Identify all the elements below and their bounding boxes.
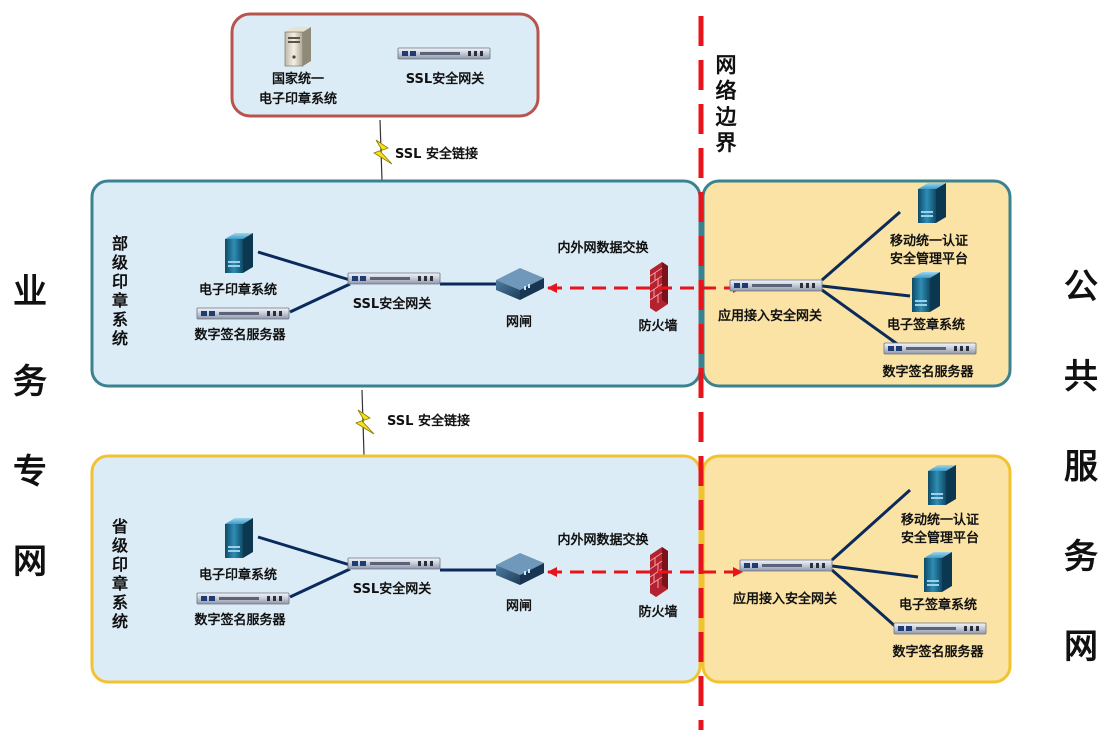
province-title-4: 系	[112, 593, 128, 612]
ministry-sign-server-label: 数字签名服务器	[194, 327, 286, 343]
province-public-sign-server-label: 数字签名服务器	[892, 644, 984, 660]
province-sign-server-icon	[196, 592, 290, 605]
ministry-auth-server-icon	[918, 183, 946, 223]
ministry-public-sign-server-label: 数字签名服务器	[882, 364, 974, 380]
province-firewall-label: 防火墙	[638, 604, 677, 620]
ministry-exchange-label: 内外网数据交换	[557, 240, 649, 256]
ministry-sign-system-icon	[912, 272, 940, 312]
lightning-icon	[355, 409, 375, 435]
national-pc-icon	[284, 26, 312, 67]
province-title-0: 省	[111, 517, 128, 536]
province-app-gateway-label: 应用接入安全网关	[733, 591, 837, 607]
national-system-label-2: 电子印章系统	[259, 91, 337, 107]
left-side-label-1: 务	[13, 362, 47, 402]
ministry-title-5: 统	[112, 329, 128, 348]
ministry-auth-label-2: 安全管理平台	[890, 251, 968, 267]
national-system-label-1: 国家统一	[272, 71, 324, 87]
ministry-ssl-gateway-label: SSL安全网关	[353, 296, 431, 312]
right-side-label-2: 服	[1064, 447, 1098, 487]
boundary-label-0: 网	[716, 53, 737, 77]
ministry-firewall-label: 防火墙	[638, 318, 677, 334]
ministry-seal-server-icon	[225, 233, 253, 273]
left-side-label-2: 专	[13, 452, 47, 492]
ministry-seal-system-label: 电子印章系统	[199, 282, 277, 298]
left-side-label-3: 网	[13, 542, 47, 582]
province-public-sign-server-icon	[893, 622, 987, 635]
ssl-link-top-label: SSL 安全链接	[395, 146, 478, 162]
ministry-auth-label-1: 移动统一认证	[890, 233, 968, 249]
ministry-title-0: 部	[112, 234, 128, 253]
province-title-1: 级	[112, 536, 129, 555]
province-title-5: 统	[112, 612, 128, 631]
boundary-label-1: 络	[716, 79, 737, 103]
province-sign-system-label: 电子签章系统	[899, 597, 977, 613]
province-app-gateway-icon	[739, 559, 833, 572]
province-sign-system-icon	[924, 552, 952, 592]
right-side-label-0: 公	[1064, 267, 1098, 307]
boundary-label-3: 界	[716, 131, 737, 155]
province-auth-server-icon	[928, 465, 956, 505]
province-seal-system-label: 电子印章系统	[199, 567, 277, 583]
ministry-gap-label: 网闸	[506, 314, 532, 330]
ministry-title-2: 印	[112, 272, 128, 291]
ministry-app-gateway-label: 应用接入安全网关	[718, 308, 822, 324]
ssl-link-mid-label: SSL 安全链接	[387, 413, 470, 429]
ministry-title-4: 系	[112, 310, 128, 329]
ministry-title-1: 级	[112, 253, 129, 272]
ministry-ssl-gateway-icon	[347, 272, 441, 285]
province-ssl-gateway-icon	[347, 557, 441, 570]
ministry-title-3: 章	[112, 291, 128, 310]
province-seal-server-icon	[225, 518, 253, 558]
ministry-sign-server-icon	[196, 307, 290, 320]
ministry-sign-system-label: 电子签章系统	[887, 317, 965, 333]
province-exchange-label: 内外网数据交换	[557, 532, 649, 548]
province-title-3: 章	[112, 574, 128, 593]
right-side-label-4: 网	[1064, 627, 1098, 667]
boundary-label-2: 边	[716, 105, 738, 129]
province-gap-label: 网闸	[506, 598, 532, 614]
province-ssl-gateway-label: SSL安全网关	[353, 581, 431, 597]
right-side-label-1: 共	[1064, 357, 1098, 397]
national-gateway-label: SSL安全网关	[406, 71, 484, 87]
ministry-public-sign-server-icon	[883, 342, 977, 355]
ministry-app-gateway-icon	[729, 279, 823, 292]
national-gateway-icon	[397, 47, 491, 60]
province-auth-label-1: 移动统一认证	[901, 512, 979, 528]
right-side-label-3: 务	[1064, 537, 1098, 577]
province-sign-server-label: 数字签名服务器	[194, 612, 286, 628]
lightning-icon	[373, 139, 393, 165]
left-side-label-0: 业	[13, 272, 47, 312]
province-auth-label-2: 安全管理平台	[901, 530, 979, 546]
province-title-2: 印	[112, 555, 128, 574]
